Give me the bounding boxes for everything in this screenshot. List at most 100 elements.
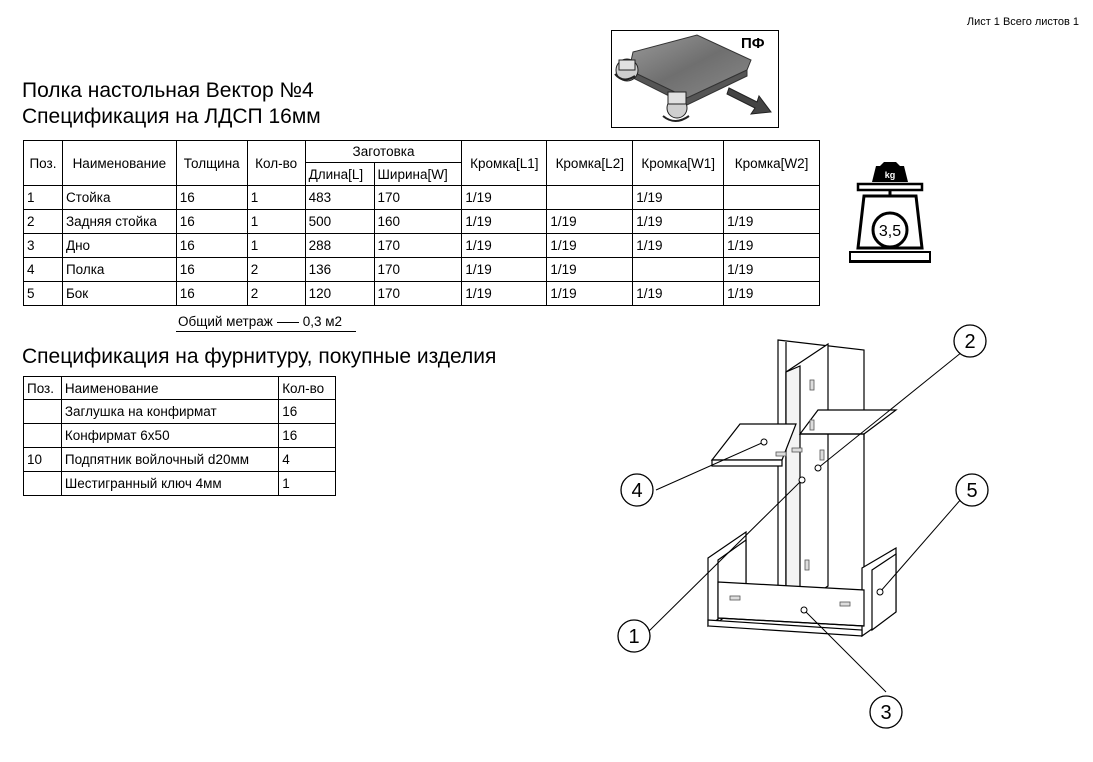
table-row: 2 Задняя стойка 16 1 500 160 1/19 1/19 1… (23, 209, 820, 234)
cell-edge-l2: 1/19 (546, 281, 634, 306)
cell-pos (23, 471, 62, 496)
cell-pos (23, 423, 62, 448)
header-qty: Кол-во (278, 376, 336, 400)
cell-pos: 5 (23, 281, 63, 306)
total-area: Общий метраж 0,3 м2 (178, 314, 342, 329)
header-qty: Кол-во (246, 140, 306, 186)
cell-edge-l2 (546, 185, 634, 210)
table-row: Шестигранный ключ 4мм 1 (23, 471, 336, 496)
weight-value: 3,5 (879, 223, 901, 240)
cell-pos: 10 (23, 447, 62, 472)
total-label: Общий метраж (178, 314, 273, 329)
cell-qty: 1 (246, 185, 306, 210)
cell-pos: 4 (23, 257, 63, 282)
cell-qty: 2 (246, 257, 306, 282)
header-width: Ширина[W] (373, 162, 463, 186)
cell-name: Бок (61, 281, 177, 306)
cell-width: 170 (373, 185, 463, 210)
hardware-spec-table: Поз. Наименование Кол-во Заглушка на кон… (23, 376, 336, 496)
callout-2: 2 (964, 331, 975, 353)
cell-thickness: 16 (175, 209, 248, 234)
cell-edge-l2: 1/19 (546, 209, 634, 234)
cell-qty: 1 (246, 233, 306, 258)
cell-edge-l1: 1/19 (461, 233, 548, 258)
callout-3: 3 (880, 702, 891, 724)
cell-edge-l1: 1/19 (461, 185, 548, 210)
total-value: 0,3 м2 (302, 314, 343, 329)
assembly-drawing: 2 4 5 1 3 (617, 324, 989, 729)
cell-length: 136 (304, 257, 375, 282)
cell-thickness: 16 (175, 185, 248, 210)
hardware-spec-title: Спецификация на фурнитуру, покупные изде… (22, 345, 497, 368)
cell-thickness: 16 (175, 233, 248, 258)
cell-length: 500 (304, 209, 375, 234)
header-pos: Поз. (23, 140, 63, 186)
cell-thickness: 16 (175, 257, 248, 282)
cell-pos: 2 (23, 209, 63, 234)
cell-name: Конфирмат 6х50 (60, 423, 280, 448)
cell-qty: 2 (246, 281, 306, 306)
cell-width: 170 (373, 233, 463, 258)
header-thickness: Толщина (175, 140, 248, 186)
header-edge-w2: Кромка[W2] (723, 140, 820, 186)
cell-name: Подпятник войлочный d20мм (60, 447, 280, 472)
cell-qty: 4 (278, 447, 336, 472)
header-name: Наименование (61, 140, 177, 186)
cell-edge-w1: 1/19 (632, 209, 725, 234)
cell-edge-w2 (723, 185, 820, 210)
cell-edge-w2: 1/19 (723, 257, 820, 282)
table-row: Конфирмат 6х50 16 (23, 423, 336, 448)
header-edge-l1: Кромка[L1] (461, 140, 548, 186)
table-row: 10 Подпятник войлочный d20мм 4 (23, 447, 336, 472)
header-length: Длина[L] (304, 162, 375, 186)
callout-1: 1 (628, 626, 639, 648)
cell-edge-w1: 1/19 (632, 185, 725, 210)
header-blank: Заготовка (304, 140, 463, 163)
cell-name: Стойка (61, 185, 177, 210)
table-row: 3 Дно 16 1 288 170 1/19 1/19 1/19 1/19 (23, 233, 820, 258)
table-row: 4 Полка 16 2 136 170 1/19 1/19 1/19 (23, 257, 820, 282)
cell-pos (23, 399, 62, 424)
cell-edge-w2: 1/19 (723, 233, 820, 258)
header-name: Наименование (60, 376, 280, 400)
table-row: 1 Стойка 16 1 483 170 1/19 1/19 (23, 185, 820, 210)
cell-edge-l1: 1/19 (461, 209, 548, 234)
ldsp-spec-table: Поз. Наименование Толщина Кол-во Заготов… (23, 140, 820, 306)
weight-unit: kg (885, 170, 896, 180)
cell-edge-w1: 1/19 (632, 281, 725, 306)
header-pos: Поз. (23, 376, 62, 400)
cell-length: 288 (304, 233, 375, 258)
table-row: Заглушка на конфирмат 16 (23, 399, 336, 424)
cell-edge-w2: 1/19 (723, 281, 820, 306)
cell-edge-l1: 1/19 (461, 257, 548, 282)
cell-length: 120 (304, 281, 375, 306)
cell-qty: 16 (278, 399, 336, 424)
cell-edge-w1 (632, 257, 725, 282)
cell-edge-w1: 1/19 (632, 233, 725, 258)
cell-name: Дно (61, 233, 177, 258)
cell-edge-l2: 1/19 (546, 233, 634, 258)
cell-length: 483 (304, 185, 375, 210)
cell-edge-l2: 1/19 (546, 257, 634, 282)
weight-scale-icon: kg 3,5 (849, 162, 931, 263)
cell-thickness: 16 (175, 281, 248, 306)
table-row: 5 Бок 16 2 120 170 1/19 1/19 1/19 1/19 (23, 281, 820, 306)
cell-qty: 16 (278, 423, 336, 448)
cell-width: 160 (373, 209, 463, 234)
cell-name: Задняя стойка (61, 209, 177, 234)
callout-5: 5 (966, 480, 977, 502)
cell-qty: 1 (246, 209, 306, 234)
cell-width: 170 (373, 281, 463, 306)
header-edge-l2: Кромка[L2] (546, 140, 634, 186)
cell-name: Полка (61, 257, 177, 282)
sheet-label: Лист 1 Всего листов 1 (966, 16, 1079, 28)
callout-4: 4 (631, 480, 642, 502)
cell-edge-l1: 1/19 (461, 281, 548, 306)
cell-width: 170 (373, 257, 463, 282)
ldsp-spec-title: Спецификация на ЛДСП 16мм (22, 105, 321, 128)
pf-drilling-illustration: ПФ (611, 30, 779, 128)
total-underline (176, 331, 356, 332)
cell-pos: 1 (23, 185, 63, 210)
pf-label: ПФ (741, 35, 765, 52)
product-title: Полка настольная Вектор №4 (22, 79, 314, 102)
